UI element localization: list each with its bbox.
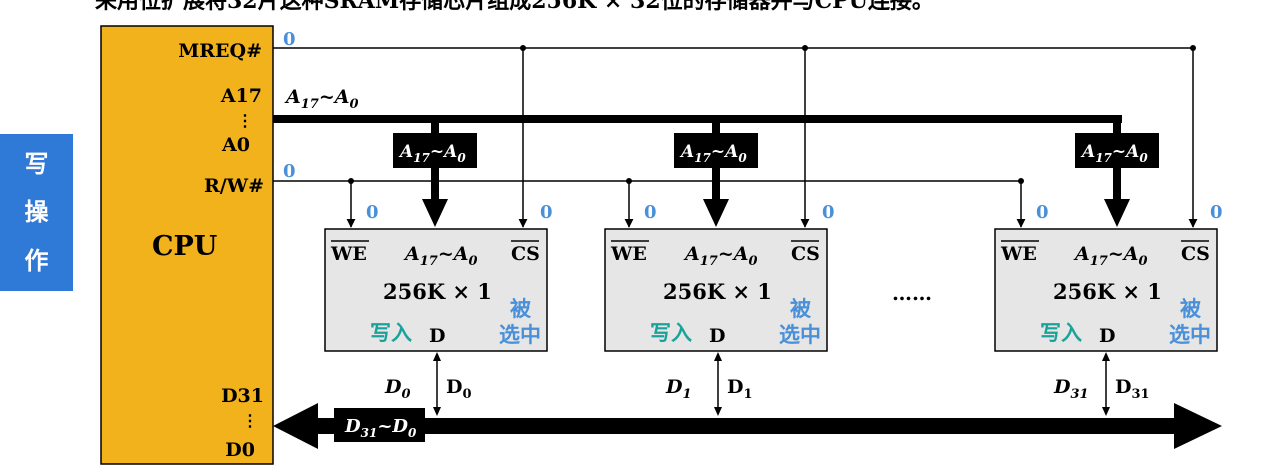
chip-capacity: 256K × 1 (663, 279, 772, 304)
chip-data-line-label: D0 (446, 376, 472, 402)
data-bus (273, 403, 1222, 449)
data-line-arrow-down (714, 407, 722, 416)
chip-write-label: 写入 (370, 320, 412, 345)
data-line-arrow-up (433, 352, 441, 361)
cpu-data-line-label: D0 (384, 376, 411, 402)
side-tab-write-operation: 写 操 作 (0, 134, 73, 291)
pin-a-dots: ⋮ (237, 111, 253, 130)
data-line-arrow-up (1102, 352, 1110, 361)
address-branch-arrowhead (703, 199, 729, 227)
chip-cs-label: CS (511, 243, 540, 265)
we-value: 0 (366, 202, 379, 223)
chip-data-line-label: D1 (727, 376, 753, 402)
address-branch-label-box (1075, 133, 1159, 168)
side-tab-char-1: 写 (24, 150, 49, 179)
chip-box (324, 228, 548, 352)
cpu-data-line-label: D31 (1053, 376, 1089, 402)
chip-box (994, 228, 1218, 352)
mreq-value: 0 (283, 29, 296, 50)
data-bus-label: D31~D0 (344, 416, 417, 440)
chip-address-label: A17~A0 (1073, 243, 1148, 269)
chip-selected-label-2: 选中 (1169, 322, 1211, 347)
chip-capacity: 256K × 1 (383, 279, 492, 304)
chip-address-label: A17~A0 (403, 243, 478, 269)
cpu-data-line-label: D1 (665, 376, 692, 402)
chip-selected-label-2: 选中 (779, 322, 821, 347)
side-tab-char-3: 作 (24, 246, 49, 275)
chip-we-label: WE (610, 243, 647, 265)
data-line-arrow-down (1102, 407, 1110, 416)
chip-data-line-label: D31 (1115, 376, 1150, 402)
pin-d-dots: ⋮ (242, 411, 258, 430)
address-branch-label: A17~A0 (398, 142, 466, 165)
cpu-block (100, 25, 274, 465)
we-value: 0 (1036, 202, 1049, 223)
address-branch-label: A17~A0 (1080, 142, 1148, 165)
chip-selected-label-2: 选中 (499, 322, 541, 347)
chip-we-label: WE (330, 243, 367, 265)
page-title: 采用位扩展将32片这种SRAM存储芯片组成256K × 32位的存储器并与CPU… (95, 0, 934, 14)
chip-box (604, 228, 828, 352)
cs-value: 0 (540, 202, 553, 223)
address-branch-label-box (393, 133, 477, 168)
chip-address-label: A17~A0 (683, 243, 758, 269)
pin-mreq: MREQ# (178, 40, 262, 62)
pin-d31: D31 (221, 385, 264, 407)
chip-write-label: 写入 (650, 320, 692, 345)
chip-selected-label-1: 被 (1180, 296, 1202, 321)
cs-value: 0 (1210, 202, 1223, 223)
address-branch-arrowhead (1104, 199, 1130, 227)
cs-value: 0 (822, 202, 835, 223)
chip-selected-label-1: 被 (510, 296, 532, 321)
data-line-arrow-down (433, 407, 441, 416)
data-bus-label-box (334, 408, 425, 442)
pin-d0: D0 (225, 439, 255, 461)
address-branch-arrowhead (422, 199, 448, 227)
chip-write-label: 写入 (1040, 320, 1082, 345)
chip-selected-label-1: 被 (790, 296, 812, 321)
chip-data-pin: D (1099, 325, 1115, 347)
address-branch-label: A17~A0 (679, 142, 747, 165)
chip-data-pin: D (709, 325, 725, 347)
chip-data-pin: D (429, 325, 445, 347)
pin-a0: A0 (221, 134, 250, 156)
chip-cs-label: CS (791, 243, 820, 265)
address-bus (273, 115, 1122, 123)
data-line-arrow-up (714, 352, 722, 361)
cpu-label: CPU (152, 231, 217, 262)
chip-capacity: 256K × 1 (1053, 279, 1162, 304)
side-tab-char-2: 操 (24, 198, 49, 227)
chips-ellipsis: …… (892, 281, 932, 305)
pin-rw: R/W# (204, 175, 264, 197)
chip-we-label: WE (1000, 243, 1037, 265)
we-value: 0 (644, 202, 657, 223)
address-branch-label-box (674, 133, 758, 168)
chip-cs-label: CS (1181, 243, 1210, 265)
pin-a17: A17 (220, 85, 262, 107)
rw-value: 0 (283, 161, 296, 182)
address-bus-label: A17~A0 (284, 86, 359, 112)
